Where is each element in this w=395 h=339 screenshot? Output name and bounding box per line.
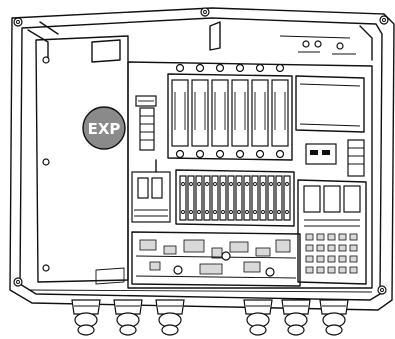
terminal xyxy=(195,175,203,221)
chip xyxy=(305,233,314,241)
pcb-component xyxy=(199,263,223,275)
exp-badge: EXP xyxy=(82,106,126,150)
top-bracket xyxy=(91,21,356,63)
cable-glands xyxy=(71,299,349,336)
side-connector xyxy=(135,95,157,151)
chip xyxy=(305,266,314,274)
exp-badge-label: EXP xyxy=(88,120,121,138)
cable-gland xyxy=(243,299,273,336)
terminal xyxy=(275,175,283,221)
surge-module xyxy=(251,63,269,159)
pcb-component xyxy=(139,239,157,251)
pcb-component xyxy=(243,261,261,273)
pcb-component xyxy=(229,241,249,253)
right-power-block xyxy=(295,75,365,177)
chip xyxy=(316,244,325,252)
pcb-component xyxy=(163,245,177,255)
cable-gland xyxy=(281,299,311,336)
chip xyxy=(327,266,336,274)
terminal xyxy=(243,175,251,221)
enclosure-housing xyxy=(9,7,395,311)
chip xyxy=(349,233,358,241)
right-circuit-board xyxy=(297,179,367,285)
cable-gland xyxy=(319,299,349,336)
terminal xyxy=(187,175,195,221)
surge-module xyxy=(171,63,189,159)
left-panel xyxy=(35,35,129,285)
relay xyxy=(131,159,171,223)
chip xyxy=(316,266,325,274)
component-plate xyxy=(127,61,373,289)
chip xyxy=(327,233,336,241)
chip xyxy=(316,233,325,241)
chip xyxy=(349,244,358,252)
terminal-blocks xyxy=(175,169,295,227)
pcb-component xyxy=(255,247,271,257)
chip xyxy=(316,255,325,263)
surge-protector-modules xyxy=(167,63,293,161)
chip xyxy=(338,266,347,274)
surge-module xyxy=(231,63,249,159)
chip xyxy=(349,255,358,263)
cable-gland xyxy=(113,299,143,336)
terminal xyxy=(227,175,235,221)
pcb-component xyxy=(149,261,161,271)
terminal xyxy=(251,175,259,221)
terminal xyxy=(211,175,219,221)
terminal xyxy=(267,175,275,221)
terminal xyxy=(235,175,243,221)
cable-gland xyxy=(155,299,185,336)
surge-module xyxy=(211,63,229,159)
cable-gland xyxy=(71,299,101,336)
chip xyxy=(349,266,358,274)
terminal xyxy=(203,175,211,221)
capacitor xyxy=(265,267,275,277)
terminal xyxy=(283,175,291,221)
chip xyxy=(327,244,336,252)
chip xyxy=(327,255,336,263)
chip xyxy=(338,255,347,263)
capacitor xyxy=(173,265,183,275)
lower-pcb xyxy=(131,231,301,287)
terminal xyxy=(259,175,267,221)
pcb-component xyxy=(211,247,223,259)
pcb-component xyxy=(183,239,205,253)
chip xyxy=(338,244,347,252)
chip xyxy=(305,255,314,263)
surge-module xyxy=(191,63,209,159)
terminal xyxy=(219,175,227,221)
surge-module xyxy=(271,63,289,159)
pcb-component xyxy=(275,239,291,253)
capacitor xyxy=(221,251,231,261)
terminal xyxy=(179,175,187,221)
chip xyxy=(305,244,314,252)
chip xyxy=(338,233,347,241)
